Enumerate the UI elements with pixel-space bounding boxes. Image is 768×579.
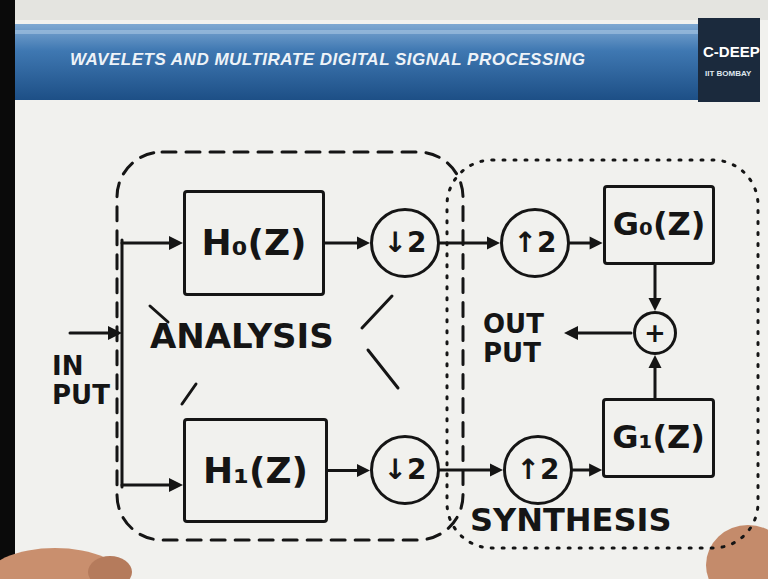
left-border: [0, 0, 15, 579]
node-label: +: [644, 319, 666, 348]
signal-arrow: [328, 464, 370, 477]
leader-stroke: [368, 350, 398, 388]
filter-box: G₀(Z): [603, 185, 716, 265]
node-label: ↓2: [384, 228, 427, 259]
signal-arrow: [440, 464, 503, 477]
analysis-region: ANALYSISH₀(Z)↓2H₁(Z)↓2: [115, 150, 465, 542]
signal-line: [570, 242, 593, 245]
node-label: H₁(Z): [203, 451, 308, 491]
signal-arrow: [649, 355, 662, 398]
hand: [88, 556, 132, 579]
input-arrowheads: [108, 236, 183, 492]
output-arrowhead: [564, 326, 578, 340]
paper: [15, 0, 768, 579]
signal-line: [440, 469, 493, 472]
signal-line: [328, 469, 360, 472]
node-label: ↓2: [384, 455, 427, 486]
output-wire: [572, 332, 631, 335]
upsampler-circle: ↑2: [500, 208, 570, 278]
signal-line: [654, 265, 657, 301]
input-wire: [70, 240, 176, 487]
arrowhead: [490, 464, 503, 477]
node-label: G₁(Z): [612, 420, 705, 455]
arrowhead: [590, 237, 603, 250]
signal-arrow: [573, 464, 602, 477]
region-border: [447, 160, 758, 548]
output-label: OUT PUT: [483, 310, 544, 367]
banner: [15, 24, 700, 100]
input-label: IN PUT: [52, 352, 110, 409]
logo-box: [698, 18, 760, 102]
signal-arrow: [649, 265, 662, 311]
arrowhead: [649, 298, 662, 311]
logo-subtext: IIT BOMBAY: [705, 70, 751, 79]
filter-box: H₁(Z): [183, 418, 328, 523]
logo-text: C-DEEP: [703, 44, 760, 61]
filter-box: G₁(Z): [602, 398, 715, 478]
upsampler-circle: ↑2: [503, 435, 573, 505]
signal-arrow: [325, 237, 370, 250]
arrowhead: [649, 355, 662, 368]
banner-title: WAVELETS AND MULTIRATE DIGITAL SIGNAL PR…: [70, 51, 585, 70]
downsampler-circle: ↓2: [370, 208, 440, 278]
banner-stripe: [15, 30, 700, 34]
region-border: [117, 152, 463, 540]
arrowhead: [487, 237, 500, 250]
leader-stroke: [182, 384, 196, 404]
arrowhead: [589, 464, 602, 477]
signal-arrow: [570, 237, 603, 250]
leader-stroke: [362, 296, 392, 328]
paper-top: [15, 0, 768, 20]
node-label: ↑2: [517, 455, 560, 486]
adder-circle: +: [633, 311, 677, 355]
signal-line: [654, 365, 657, 398]
hand: [706, 525, 768, 579]
downsampler-circle: ↓2: [370, 435, 440, 505]
signal-arrow: [440, 237, 500, 250]
signal-line: [325, 242, 360, 245]
arrowhead: [357, 464, 370, 477]
arrowhead: [357, 237, 370, 250]
node-label: ↑2: [514, 228, 557, 259]
node-label: H₀(Z): [202, 223, 307, 263]
node-label: G₀(Z): [613, 207, 706, 242]
region-label: ANALYSIS: [150, 318, 334, 355]
region-label: SYNTHESIS: [470, 503, 671, 538]
filter-box: H₀(Z): [183, 190, 325, 296]
